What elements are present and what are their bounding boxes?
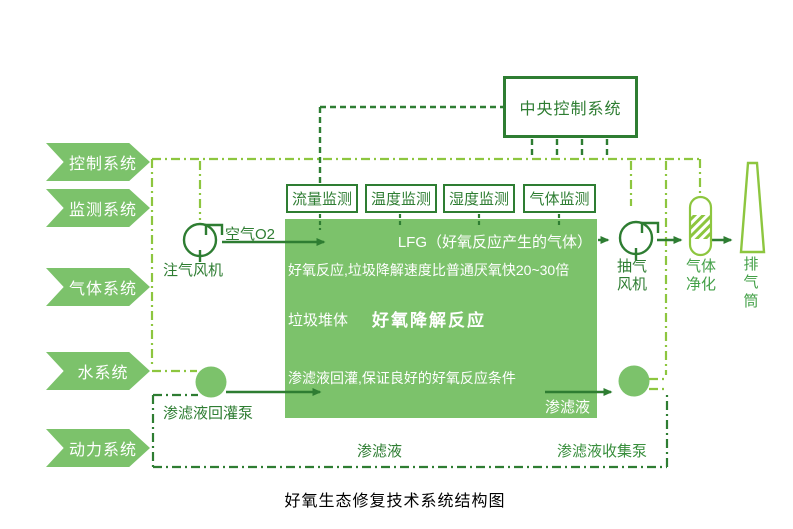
extraction-fan-icon — [618, 220, 660, 260]
exhaust-stack-icon — [739, 161, 766, 254]
lfg-label: LFG（好氧反应产生的气体） — [397, 234, 592, 251]
monitor-box-flow: 流量监测 — [286, 184, 358, 213]
exhaust-stack-label: 排气筒 — [743, 256, 759, 310]
gas-purifier-label: 气体净化 — [685, 258, 716, 294]
waste-pile-reactor-block — [285, 219, 597, 418]
leachate-out-label: 渗滤液 — [545, 399, 591, 416]
monitor-dashed-stubs — [318, 214, 561, 230]
monitor-label: 湿度监测 — [448, 191, 509, 208]
monitor-box-humidity: 湿度监测 — [443, 184, 515, 213]
collection-pump-icon — [618, 365, 650, 397]
reaction-title: 好氧降解反应 — [372, 311, 486, 330]
extraction-fan-label: 抽气风机 — [617, 258, 648, 294]
air-o2-label: 空气O2 — [225, 226, 276, 243]
banner-label: 控制系统 — [68, 156, 137, 173]
leachate-bottom-label: 渗滤液 — [357, 443, 403, 460]
monitor-label: 温度监测 — [370, 191, 431, 208]
banner-label: 气体系统 — [68, 281, 137, 298]
monitor-label: 流量监测 — [291, 191, 352, 208]
reinjection-pump-label: 渗滤液回灌泵 — [163, 405, 254, 422]
central-control-box: 中央控制系统 — [503, 76, 638, 138]
waste-pile-label: 垃圾堆体 — [288, 312, 349, 329]
control-system-dashdot-lines — [150, 157, 702, 391]
central-control-dashed-links — [318, 105, 609, 183]
reaction-note: 好氧反应,垃圾降解速度比普通厌氧快20~30倍 — [288, 262, 570, 278]
collection-pump-label: 渗滤液收集泵 — [557, 443, 648, 460]
flow-arrows — [222, 236, 733, 396]
gas-purifier-icon — [688, 195, 713, 257]
monitor-box-temperature: 温度监测 — [365, 184, 437, 213]
recirculation-note: 渗滤液回灌,保证良好的好氧反应条件 — [288, 370, 516, 386]
banner-power-system: 动力系统 — [46, 429, 150, 467]
banner-label: 监测系统 — [68, 202, 137, 219]
banner-label: 动力系统 — [68, 442, 137, 459]
injection-fan-icon — [182, 222, 224, 262]
diagram-title: 好氧生态修复技术系统结构图 — [284, 493, 506, 510]
monitor-box-gas: 气体监测 — [523, 184, 596, 213]
central-control-label: 中央控制系统 — [519, 101, 622, 118]
monitor-label: 气体监测 — [529, 191, 590, 208]
reinjection-pump-icon — [195, 366, 227, 398]
banner-label: 水系统 — [77, 365, 129, 382]
injection-fan-label: 注气风机 — [163, 262, 224, 279]
power-system-dashdot-lines — [151, 392, 669, 469]
